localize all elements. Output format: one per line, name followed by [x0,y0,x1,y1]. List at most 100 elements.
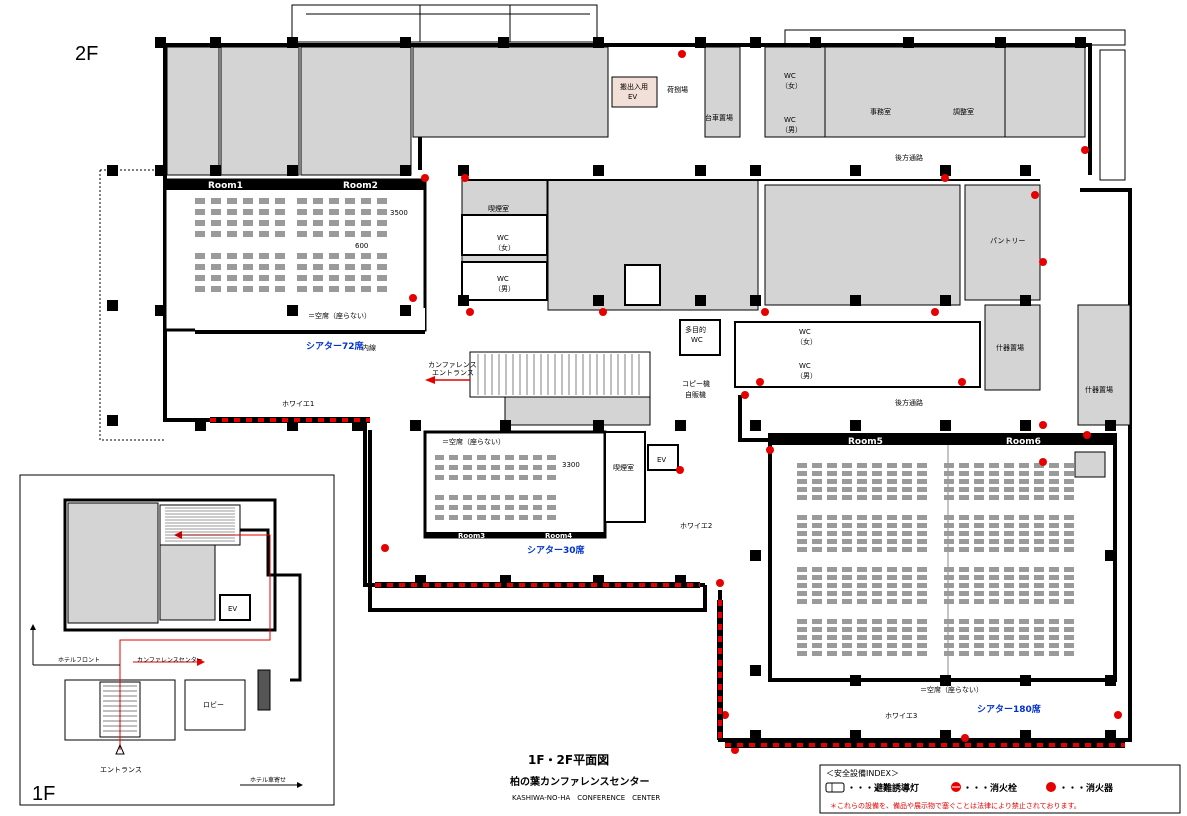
seat [944,619,954,624]
seat [989,619,999,624]
room34-capacity: シアター30席 [527,544,585,556]
seat [902,523,912,528]
wc-male-top-2: （男） [781,126,802,134]
seat [463,505,472,510]
seat [857,531,867,536]
seat [1004,591,1014,596]
seat [1004,547,1014,552]
seat [505,465,514,470]
seat [812,479,822,484]
seat [329,220,339,226]
seat [842,575,852,580]
foyer3-label: ホワイエ3 [885,712,917,720]
fire-extinguisher-marker [961,734,969,742]
seat [827,575,837,580]
seat [827,619,837,624]
room2-label: Room2 [343,181,378,191]
seat [1064,651,1074,656]
wc-female-mid-2: （女） [494,243,515,252]
seat [377,253,387,259]
seat [797,599,807,604]
seat [547,515,556,520]
seat [1049,651,1059,656]
cart-storage-label: 台車置場 [705,113,733,122]
column [750,165,761,176]
seat [944,471,954,476]
fire-extinguisher-marker [381,544,389,552]
floor-label-1f: 1F [32,783,55,805]
hotel-front-label: ホテルフロント [58,657,100,664]
seat [243,275,253,281]
seat [243,220,253,226]
wc-male-mid-2: （男） [494,285,515,293]
room6-label: Room6 [1006,437,1041,447]
seat [887,627,897,632]
seat [1049,591,1059,596]
seat [974,599,984,604]
seat [797,471,807,476]
dim-3300: 3300 [562,461,580,469]
foyer1-label: ホワイエ1 [282,400,314,408]
seat [361,231,371,237]
seat [872,479,882,484]
column [1105,730,1116,741]
column [1020,420,1031,431]
seat [872,619,882,624]
seat [449,465,458,470]
seat [1034,547,1044,552]
central-core-walls [461,179,1040,388]
seat [1064,523,1074,528]
seat [887,479,897,484]
column [458,295,469,306]
escalators [469,351,651,426]
seat [902,487,912,492]
seat [547,465,556,470]
seat [313,198,323,204]
column [850,675,861,686]
seat [959,599,969,604]
seat [974,539,984,544]
column [287,420,298,431]
seat [944,515,954,520]
column [903,37,914,48]
seat [842,479,852,484]
room5-label: Room5 [848,437,883,447]
seat [195,264,205,270]
fire-extinguisher-marker [756,378,764,386]
seat [974,479,984,484]
seat [857,523,867,528]
fire-extinguisher-marker [599,308,607,316]
seat [944,651,954,656]
seat [463,495,472,500]
seat [827,479,837,484]
fire-extinguisher-marker [1039,421,1047,429]
seat [872,523,882,528]
seat [887,539,897,544]
seat [477,505,486,510]
fire-extinguisher-marker [1083,431,1091,439]
seat [1004,471,1014,476]
seat [211,264,221,270]
seat [827,487,837,492]
seat [857,539,867,544]
seat [345,231,355,237]
seat [345,198,355,204]
fire-extinguisher-marker [766,446,774,454]
seat [361,198,371,204]
seat [857,463,867,468]
seat [345,286,355,292]
seat [887,635,897,640]
seat [872,531,882,536]
wc-male-top-1: WC [784,116,796,124]
seat [313,264,323,270]
seat [944,463,954,468]
column [750,550,761,561]
hotel-car-stop-label: ホテル車寄せ [250,776,286,784]
seat [195,198,205,204]
fire-extinguisher-marker [466,308,474,316]
wc-female-top-1: WC [784,72,796,80]
seat [872,575,882,580]
adjust-room-label: 調整室 [953,107,974,116]
copy-vending-1: コピー機 [682,379,710,388]
seat [1049,463,1059,468]
